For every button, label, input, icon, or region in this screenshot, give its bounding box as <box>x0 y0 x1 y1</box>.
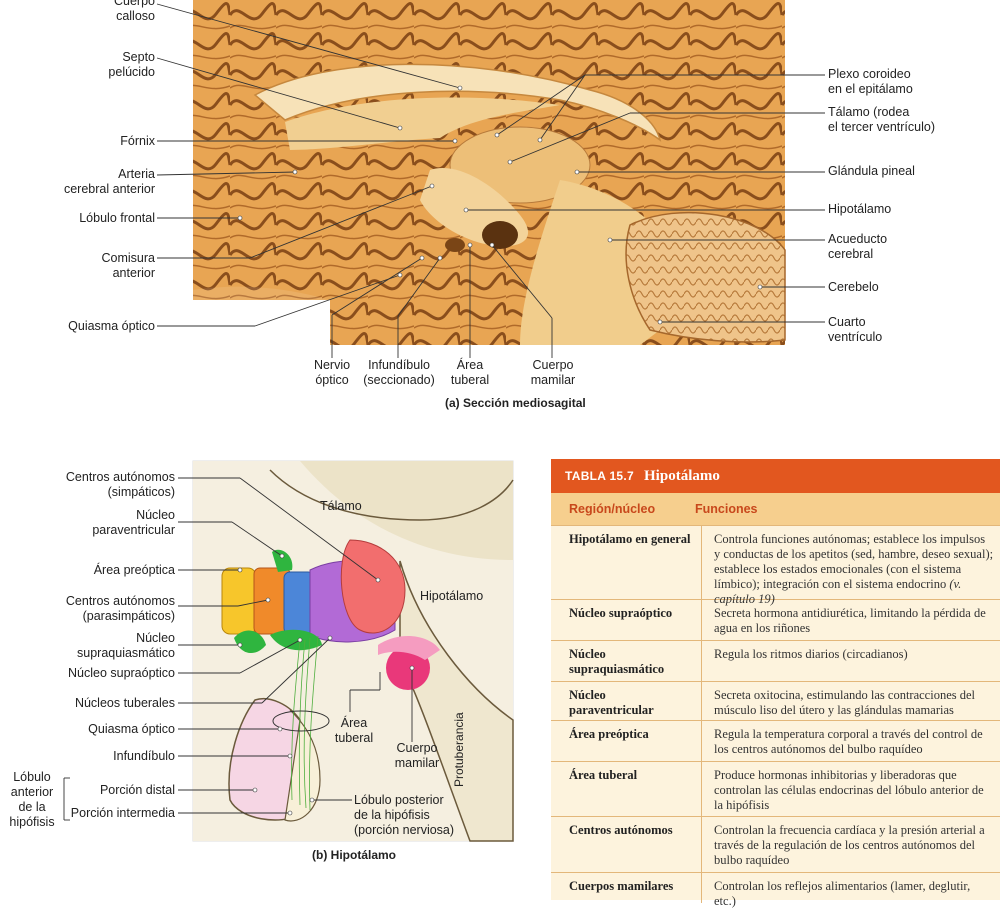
label-protuberancia: Protuberancia <box>452 712 466 787</box>
label-intermedia: Porción intermedia <box>70 806 175 820</box>
table-row: Núcleo paraventricular Secreta oxitocina… <box>551 681 1000 720</box>
label-distal: Porción distal <box>99 783 175 797</box>
row-function: Controla funciones autónomas; establece … <box>701 526 1000 606</box>
label-talamo-b: Tálamo <box>320 499 362 513</box>
label-tuberales: Núcleos tuberales <box>74 696 175 710</box>
row-function: Produce hormonas inhibitorias y liberado… <box>701 762 1000 816</box>
table-row: Núcleo supraquiasmático Regula los ritmo… <box>551 640 1000 681</box>
label-hipotalamo-b: Hipotálamo <box>420 589 484 603</box>
label-supraoptico: Núcleo supraóptico <box>67 666 175 680</box>
table-row: Cuerpos mamilares Controlan los reflejos… <box>551 872 1000 908</box>
label-pineal: Glándula pineal <box>828 164 915 178</box>
row-function: Regula los ritmos diarios (circadianos) <box>701 641 1000 681</box>
label-quiasma-a: Quiasma óptico <box>68 319 155 333</box>
label-quiasma-b: Quiasma óptico <box>88 722 175 736</box>
row-function: Controlan los reflejos alimentarios (lam… <box>701 873 1000 908</box>
label-preoptica: Área preóptica <box>93 563 175 577</box>
label-infundibulo-a: Infundíbulo(seccionado) <box>363 358 435 387</box>
label-lobulo-frontal: Lóbulo frontal <box>79 211 155 225</box>
row-function: Controlan la frecuencia cardíaca y la pr… <box>701 817 1000 872</box>
caption-a: (a) Sección mediosagital <box>445 396 586 410</box>
caption-b: (b) Hipotálamo <box>312 848 396 862</box>
row-function: Secreta hormona antidiurética, limitando… <box>701 600 1000 640</box>
label-hipotalamo-a: Hipotálamo <box>828 202 892 216</box>
row-region: Núcleo supraquiasmático <box>569 647 665 676</box>
hypothalamus-table: TABLA 15.7 Hipotálamo Región/núcleo Func… <box>551 459 1000 908</box>
col-region: Región/núcleo <box>569 502 656 516</box>
row-region: Área tuberal <box>569 768 638 782</box>
label-cerebelo: Cerebelo <box>828 280 879 294</box>
table-row: Núcleo supraóptico Secreta hormona antid… <box>551 599 1000 640</box>
row-region: Núcleo paraventricular <box>569 688 654 717</box>
table-row: Centros autónomos Controlan la frecuenci… <box>551 816 1000 872</box>
table-row: Área preóptica Regula la temperatura cor… <box>551 720 1000 761</box>
label-parasimp: Centros autónomos(parasimpáticos) <box>65 594 175 623</box>
row-function: Regula la temperatura corporal a través … <box>701 721 1000 761</box>
label-simp: Centros autónomos(simpáticos) <box>65 470 175 499</box>
table-row: Hipotálamo en general Controla funciones… <box>551 525 1000 606</box>
label-fornix: Fórnix <box>120 134 155 148</box>
label-infundibulo-b: Infundíbulo <box>113 749 175 763</box>
row-region: Hipotálamo en general <box>569 532 691 546</box>
row-function: Secreta oxitocina, estimulando las contr… <box>701 682 1000 720</box>
table-row: Área tuberal Produce hormonas inhibitori… <box>551 761 1000 816</box>
row-region: Centros autónomos <box>569 823 673 837</box>
table-number: TABLA 15.7 <box>565 469 635 483</box>
table-column-headers: Región/núcleo Funciones <box>551 493 1000 525</box>
row-region: Cuerpos mamilares <box>569 879 674 893</box>
row-region: Área preóptica <box>569 727 649 741</box>
table-title: Hipotálamo <box>644 467 720 484</box>
table-header: TABLA 15.7 Hipotálamo <box>551 459 1000 493</box>
row-region: Núcleo supraóptico <box>569 606 673 620</box>
col-funciones: Funciones <box>695 502 758 516</box>
